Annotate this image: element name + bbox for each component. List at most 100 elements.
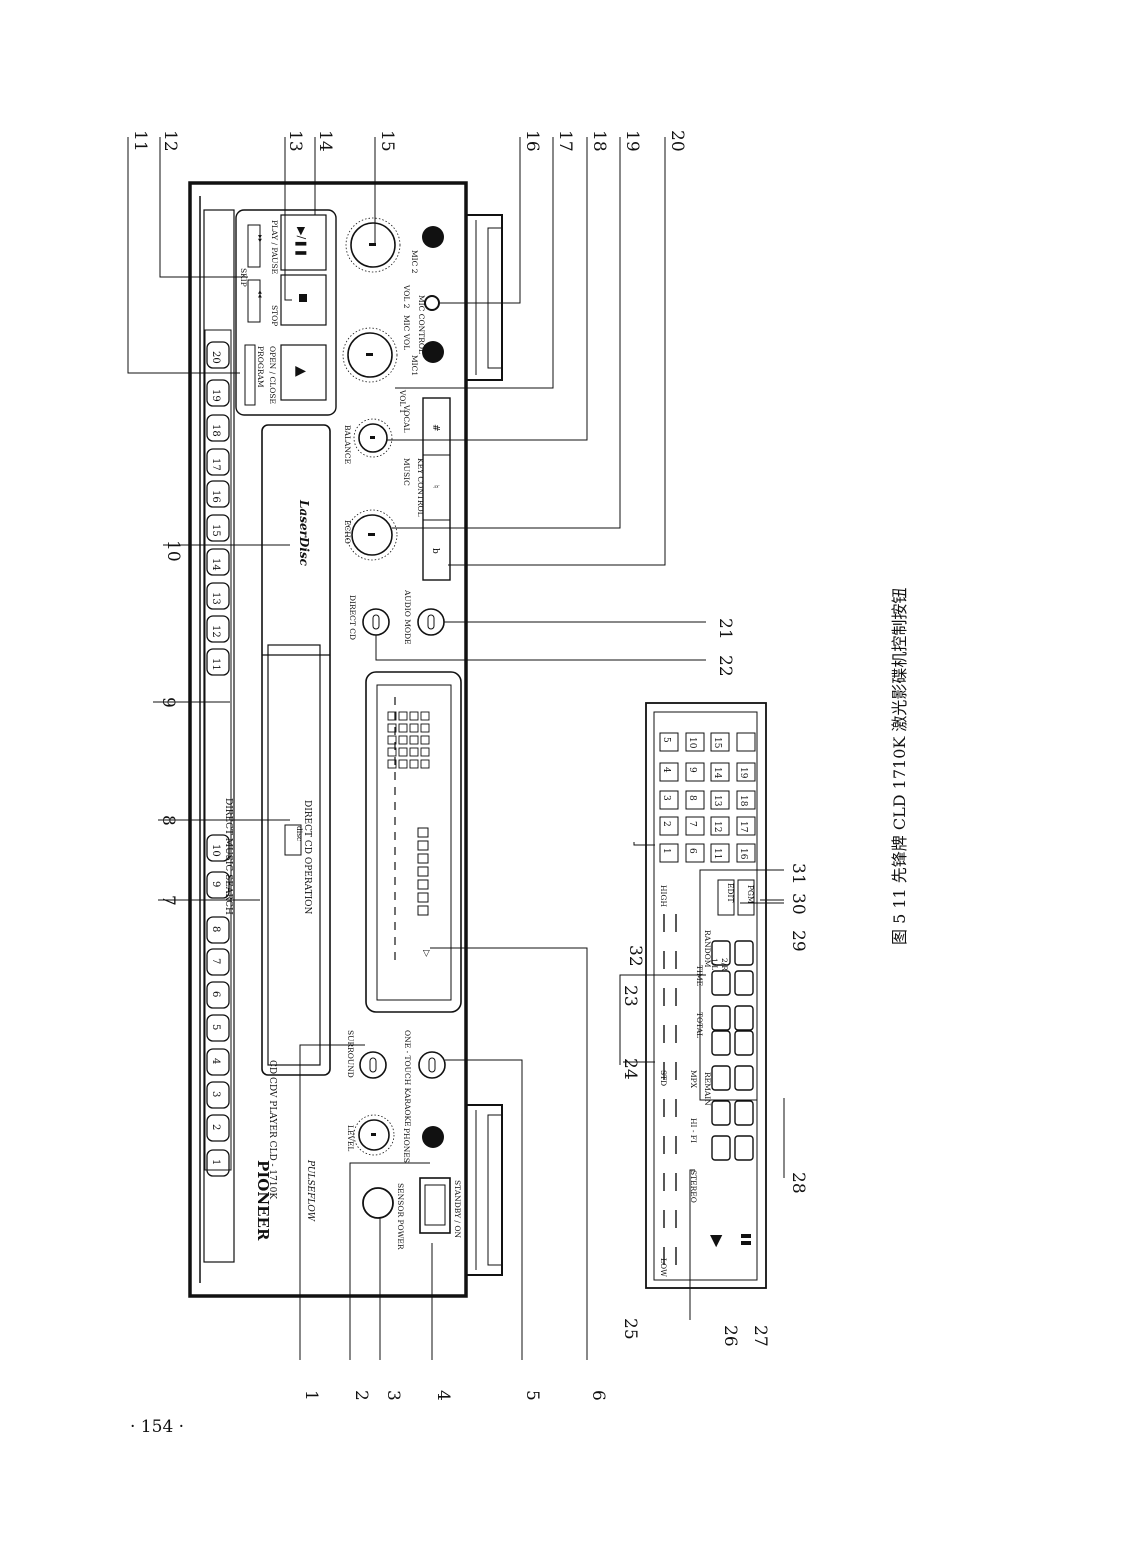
callout-19: 19 (622, 130, 642, 152)
disc-tray: DIRECT CD OPERATION disc (261, 424, 331, 1076)
track-button-14[interactable]: 14 (206, 548, 230, 576)
play-pause-label: PLAY / PAUSE (270, 220, 279, 274)
track-button-7[interactable]: 7 (206, 948, 230, 976)
display-track-box-14: 14 (710, 762, 730, 782)
mic2-jack[interactable] (422, 226, 444, 248)
track-button-17[interactable]: 17 (206, 448, 230, 476)
echo-knob[interactable] (346, 509, 398, 561)
track-button-6[interactable]: 6 (206, 981, 230, 1009)
display-track-number: 7 (687, 821, 697, 827)
skip-forward-button[interactable] (247, 224, 261, 268)
phones-jack[interactable] (422, 1126, 444, 1148)
pulseflow-logo: PULSEFLOW (305, 1159, 315, 1222)
track-button-1[interactable]: 1 (206, 1149, 230, 1177)
skip-back-button[interactable] (247, 279, 261, 323)
open-close-button[interactable] (280, 344, 327, 401)
echo-label: ECHO (343, 520, 352, 544)
display-track-box-4: 4 (659, 762, 679, 782)
display-remain-label: REMAIN (703, 1072, 712, 1106)
callout-32: 32 (625, 945, 645, 967)
key-control: KEY CONTROL # ♮ b (416, 397, 451, 581)
vol2-knob[interactable] (345, 217, 401, 273)
track-button-18[interactable]: 18 (206, 414, 230, 442)
track-button-label: 10 (210, 844, 221, 857)
direct-cd-button[interactable] (362, 608, 390, 636)
callout-17: 17 (555, 130, 575, 152)
display-track-box-3: 3 (659, 790, 679, 810)
display-track-box-13: 13 (710, 790, 730, 810)
one-touch-karaoke-label: ONE - TOUCH KARAOKE (403, 1030, 412, 1127)
display-track-number: 16 (738, 848, 748, 860)
one-touch-karaoke-button[interactable] (418, 1051, 446, 1079)
stop-button[interactable] (280, 274, 327, 326)
track-button-label: 3 (210, 1091, 221, 1097)
mic1-jack[interactable] (422, 341, 444, 363)
callout-23: 23 (620, 985, 640, 1007)
track-button-19[interactable]: 19 (206, 379, 230, 407)
mic2-label: MIC 2 (410, 250, 419, 274)
player-outer-frame (188, 181, 468, 1298)
vol1-knob[interactable] (342, 327, 398, 383)
player-foot-top (465, 214, 503, 381)
display-track-number: 5 (661, 737, 671, 743)
track-button-label: 20 (210, 351, 221, 364)
surround-label: SURROUND (346, 1030, 355, 1078)
sensor-power-button[interactable] (362, 1187, 394, 1219)
display-track-number: 3 (661, 795, 671, 801)
track-button-15[interactable]: 15 (206, 514, 230, 542)
display-track-number: 13 (712, 795, 722, 807)
display-track-box-7: 7 (685, 816, 705, 836)
program-button[interactable] (244, 344, 256, 406)
track-button-11[interactable]: 11 (206, 648, 230, 676)
callout-2: 2 (351, 1390, 371, 1401)
track-button-2[interactable]: 2 (206, 1114, 230, 1142)
callout-16: 16 (522, 130, 542, 152)
display-std-label: STD (659, 1070, 668, 1086)
standby-on-button[interactable] (419, 1177, 451, 1234)
level-knob[interactable] (353, 1114, 395, 1156)
track-button-16[interactable]: 16 (206, 480, 230, 508)
key-natural-button[interactable]: ♮ (430, 485, 440, 488)
display-time-label: TIME (695, 965, 704, 986)
track-button-4[interactable]: 4 (206, 1048, 230, 1076)
track-button-label: 11 (210, 658, 221, 671)
track-button-label: 7 (210, 958, 221, 964)
audio-mode-button[interactable] (417, 608, 445, 636)
track-button-8[interactable]: 8 (206, 916, 230, 944)
display-track-number: 17 (738, 821, 748, 833)
callout-10: 10 (163, 540, 183, 562)
track-button-5[interactable]: 5 (206, 1014, 230, 1042)
track-button-3[interactable]: 3 (206, 1081, 230, 1109)
track-button-10[interactable]: 10 (206, 834, 230, 862)
standby-on-label: STANDBY / ON (453, 1180, 462, 1238)
display-ch1-label: 1/L (710, 958, 719, 970)
display-track-number: 4 (661, 767, 671, 773)
callout-15: 15 (377, 130, 397, 152)
track-button-20[interactable]: 20 (206, 341, 230, 369)
callout-22: 22 (715, 655, 735, 677)
display-hifi-label: HI - FI (689, 1118, 698, 1143)
track-button-label: 2 (210, 1124, 221, 1130)
mic-vol-label: MIC VOL (402, 315, 411, 350)
display-pause-indicator (741, 1234, 751, 1245)
key-flat-button[interactable]: b (430, 548, 440, 554)
surround-button[interactable] (359, 1051, 387, 1079)
player-foot-bottom (465, 1104, 503, 1276)
display-track-box-1: 1 (659, 843, 679, 863)
mic-control-jack[interactable] (424, 295, 440, 311)
mic-control-label: MIC CONTROL (417, 295, 426, 354)
callout-9: 9 (158, 697, 178, 708)
track-button-13[interactable]: 13 (206, 582, 230, 610)
callout-20: 20 (667, 130, 687, 152)
track-button-label: 19 (210, 389, 221, 402)
balance-knob[interactable] (353, 418, 393, 458)
track-button-9[interactable]: 9 (206, 871, 230, 899)
laserdisc-logo: LaserDisc (297, 499, 311, 567)
key-sharp-button[interactable]: # (430, 424, 440, 432)
track-button-12[interactable]: 12 (206, 615, 230, 643)
callout-7: 7 (158, 895, 178, 906)
display-track-box-blank (736, 732, 756, 752)
skip-forward-icon: ▸▸ (256, 235, 265, 243)
